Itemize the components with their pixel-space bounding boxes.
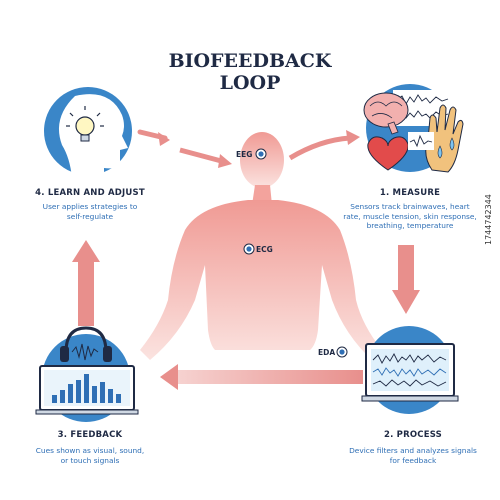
step-process-description: Device filters and analyzes signals for …	[349, 446, 477, 465]
eeg-label: EEG	[236, 150, 253, 159]
step-feedback-title: 3. FEEDBACK	[57, 430, 123, 440]
hand-icon	[425, 104, 464, 173]
step-measure-description: Sensors track brainwaves, heart rate, mu…	[343, 202, 477, 230]
process-illustration	[361, 326, 459, 414]
eda-label: EDA	[318, 348, 336, 357]
step-feedback-description: Cues shown as visual, sound, or touch si…	[35, 446, 145, 465]
diagram-title-line1: BIOFEEDBACK	[168, 50, 332, 72]
lightbulb-icon	[66, 106, 104, 142]
step-process-title: 2. PROCESS	[383, 430, 442, 440]
sensor-eeg	[255, 148, 267, 160]
bar-graph	[52, 374, 121, 403]
learn-adjust-illustration	[44, 87, 132, 178]
step-learn-description: User applies strategies to self-regulate	[42, 202, 138, 221]
ecg-label: ECG	[256, 245, 273, 254]
loop-arrows	[72, 129, 420, 390]
feedback-illustration	[35, 326, 139, 422]
stock-id-watermark: 1744742344	[484, 194, 493, 245]
measure-illustration	[363, 84, 464, 173]
human-silhouette	[140, 132, 382, 360]
diagram-title-line2: LOOP	[219, 72, 281, 94]
brain-icon	[363, 92, 409, 135]
headphones-icon	[60, 326, 112, 362]
sensor-eda	[336, 346, 348, 358]
step-learn-title: 4. LEARN AND ADJUST	[35, 188, 145, 198]
sensor-ecg	[243, 243, 255, 255]
step-measure-title: 1. MEASURE	[379, 188, 441, 198]
